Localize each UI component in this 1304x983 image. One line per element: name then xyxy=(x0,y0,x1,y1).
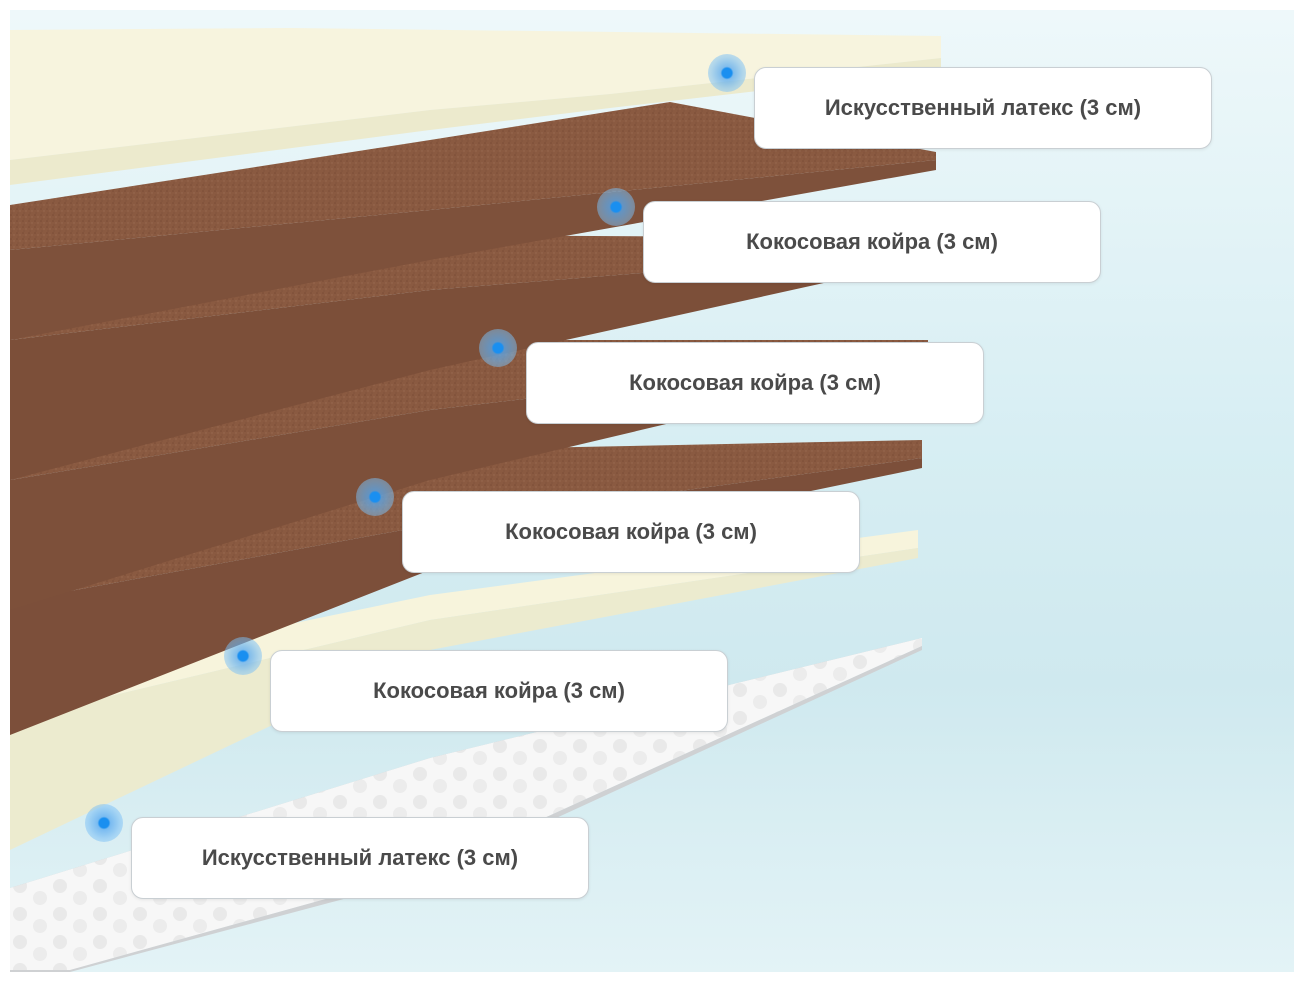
layer-label-latex-bottom: Искусственный латекс (3 см) xyxy=(131,817,589,899)
latex-layer-bottom xyxy=(10,530,918,850)
blue-dot-marker-icon xyxy=(597,188,635,226)
mattress-layers-illustration: Искусственный латекс (3 см) Кокосовая ко… xyxy=(10,10,1294,972)
blue-dot-marker-icon xyxy=(479,329,517,367)
blue-dot-marker-icon xyxy=(708,54,746,92)
coir-layer-4 xyxy=(10,440,922,735)
layer-label-latex-top: Искусственный латекс (3 см) xyxy=(754,67,1212,149)
layer-label-coir-1: Кокосовая койра (3 см) xyxy=(643,201,1101,283)
blue-dot-marker-icon xyxy=(356,478,394,516)
blue-dot-marker-icon xyxy=(224,637,262,675)
layer-label-coir-2: Кокосовая койра (3 см) xyxy=(526,342,984,424)
layer-label-coir-4: Кокосовая койра (3 см) xyxy=(270,650,728,732)
layer-label-coir-3: Кокосовая койра (3 см) xyxy=(402,491,860,573)
blue-dot-marker-icon xyxy=(85,804,123,842)
latex-layer-top xyxy=(10,28,941,185)
